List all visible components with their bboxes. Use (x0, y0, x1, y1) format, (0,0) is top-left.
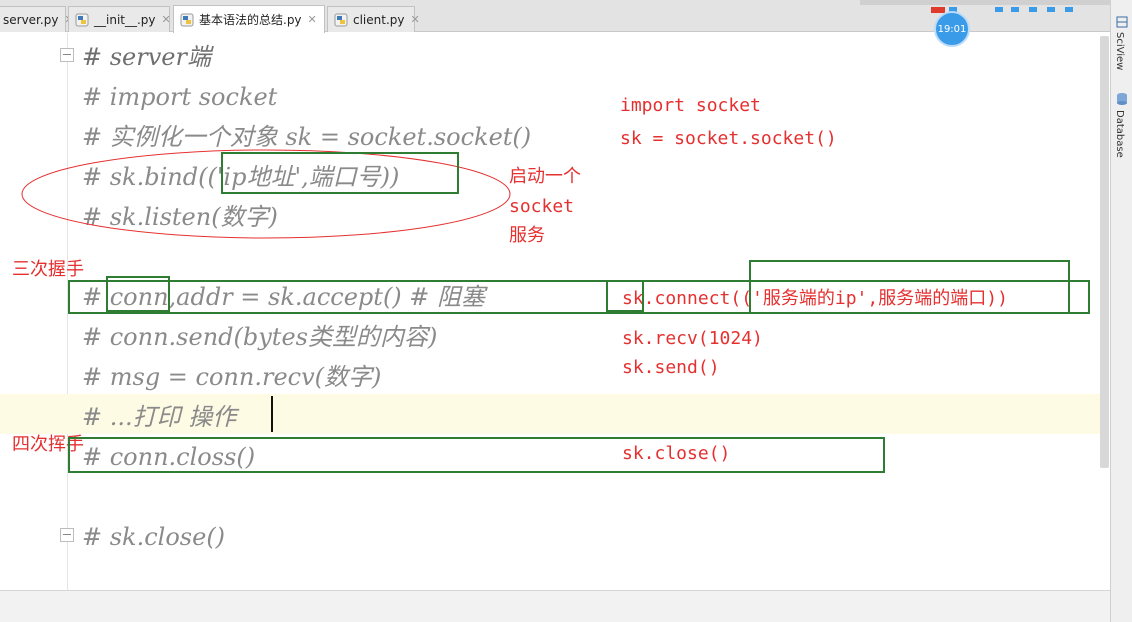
annotation-ellipse (21, 149, 511, 239)
close-icon[interactable]: ✕ (161, 13, 171, 26)
editor-bottom-bar (0, 590, 1110, 622)
text-caret (271, 396, 273, 432)
python-file-icon (180, 13, 194, 27)
sciview-icon (1116, 16, 1128, 28)
line-gutter (0, 33, 68, 590)
tool-sciview[interactable]: SciView (1114, 32, 1125, 71)
annotation-box-sk (606, 280, 644, 312)
annotation-box-conn (106, 276, 170, 312)
note-recv: sk.recv(1024) (622, 328, 763, 349)
floating-toolbar (925, 0, 1105, 13)
clock-badge: 19:01 (934, 11, 970, 47)
code-line: # sk.listen(数字) (82, 203, 278, 231)
current-line-highlight (0, 394, 1100, 434)
python-file-icon (334, 13, 348, 27)
tab-client-py[interactable]: client.py ✕ (327, 6, 420, 32)
code-line: # conn,addr = sk.accept() # 阻塞 (82, 283, 486, 311)
note-send: sk.send() (622, 357, 720, 378)
code-line: # import socket (82, 83, 278, 111)
note-import-socket: import socket (620, 95, 761, 116)
database-icon (1117, 93, 1127, 105)
close-icon[interactable]: ✕ (410, 13, 420, 26)
code-line: # sk.bind(('ip地址',端口号)) (82, 163, 400, 191)
tab-init-py[interactable]: __init__.py ✕ (68, 6, 171, 32)
python-file-icon (75, 13, 89, 27)
note-start-service-1: 启动一个 (509, 166, 581, 187)
note-close: sk.close() (622, 443, 731, 464)
code-line: # sk.close() (82, 523, 226, 551)
note-connect: sk.connect(('服务端的ip',服务端的端口)) (622, 288, 1008, 309)
note-socket-new: sk = socket.socket() (620, 128, 837, 149)
editor-tab-bar: server.py ✕ __init__.py ✕ 基本语法的总结.py ✕ c… (0, 0, 1110, 33)
code-line: # conn.send(bytes类型的内容) (82, 323, 438, 351)
label-four-wave: 四次挥手 (12, 434, 84, 455)
tool-database[interactable]: Database (1114, 110, 1125, 158)
code-line: # server端 (82, 43, 211, 71)
code-line: # ...打印 操作 (82, 403, 237, 431)
close-icon[interactable]: ✕ (307, 13, 317, 26)
tab-label: client.py (353, 12, 405, 27)
annotation-box-accept-line (68, 280, 1090, 314)
note-start-service-2: socket (509, 196, 575, 217)
annotation-box-connect-args (749, 260, 1070, 314)
note-start-service-3: 服务 (509, 225, 545, 246)
tab-server-py[interactable]: server.py ✕ (0, 6, 74, 32)
tab-label: 基本语法的总结.py (199, 13, 302, 27)
fold-toggle-icon[interactable] (60, 528, 74, 542)
tab-label: server.py (3, 12, 59, 27)
tab-summary-py[interactable]: 基本语法的总结.py ✕ (173, 5, 325, 33)
code-line: # conn.closs() (82, 443, 256, 471)
vertical-scrollbar[interactable] (1100, 36, 1109, 468)
label-three-handshake: 三次握手 (12, 259, 84, 280)
tab-label: __init__.py (94, 12, 156, 27)
annotation-box-bind-args (221, 152, 459, 194)
code-line: # 实例化一个对象 sk = socket.socket() (82, 123, 532, 151)
clock-time: 19:01 (937, 23, 967, 35)
code-line: # msg = conn.recv(数字) (82, 363, 382, 391)
right-tool-strip: SciView Database (1110, 0, 1132, 622)
fold-toggle-icon[interactable] (60, 48, 74, 62)
annotation-box-close-line (68, 437, 885, 473)
top-toolbar-edge (860, 0, 1110, 5)
